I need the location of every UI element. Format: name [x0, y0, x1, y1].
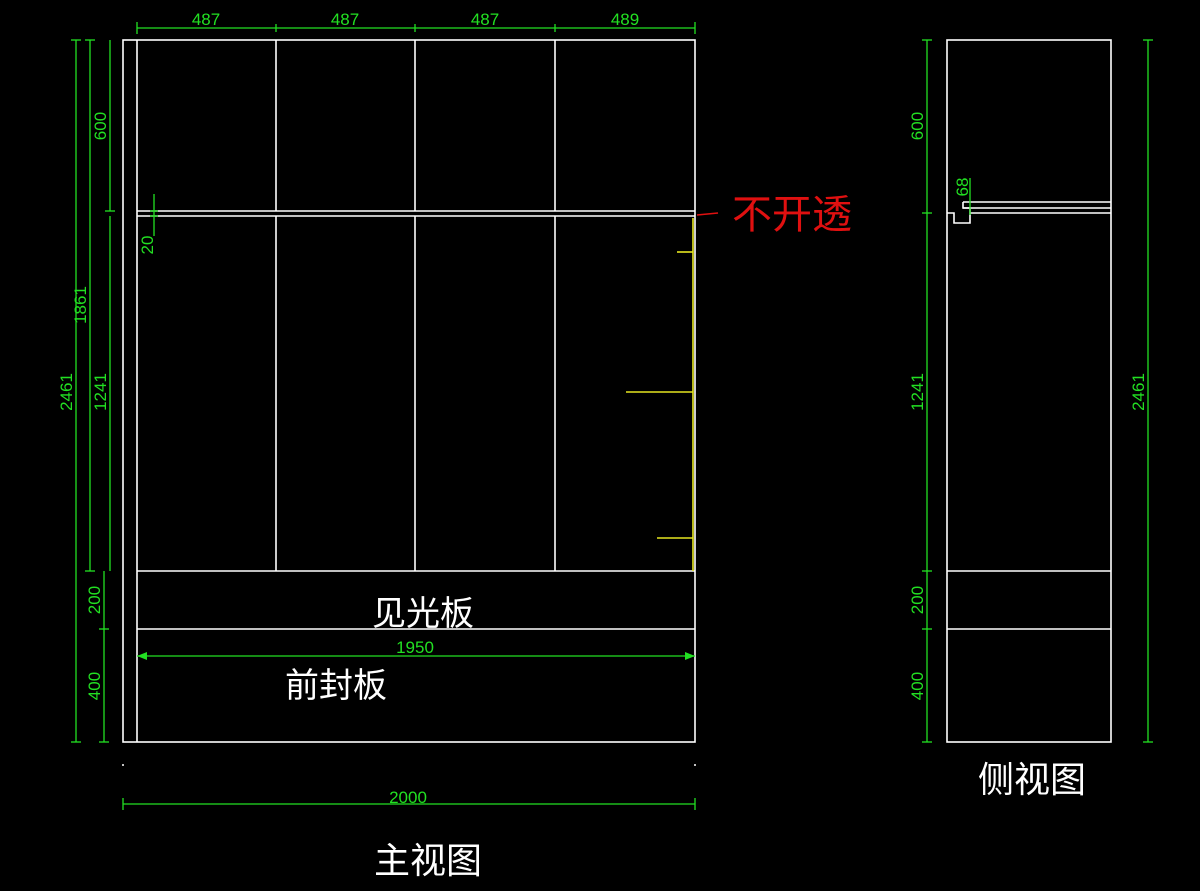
- side-front-seal-label: 400: [908, 672, 927, 700]
- width-label-1: 487: [192, 10, 220, 29]
- side-notch-label: 68: [953, 178, 972, 197]
- side-mid-section-label: 1241: [908, 373, 927, 411]
- height-upper-label: 1861: [71, 286, 90, 324]
- top-width-dimensions: 487 487 487 489: [136, 10, 696, 34]
- total-width-label: 2000: [389, 788, 427, 807]
- front-seal-label: 前封板: [285, 666, 387, 706]
- light-panel-label: 见光板: [372, 594, 474, 634]
- side-view: 600 1241 200 400 68 2461 侧视图: [908, 39, 1153, 801]
- height-total-label: 2461: [57, 373, 76, 411]
- shelf-gap-label: 20: [138, 236, 157, 255]
- front-outer-frame: [122, 39, 696, 743]
- side-notch: [947, 202, 971, 224]
- width-label-2: 487: [331, 10, 359, 29]
- side-light-panel-label: 200: [908, 586, 927, 614]
- side-top-section-label: 600: [908, 112, 927, 140]
- note-label: 不开透: [732, 192, 852, 238]
- front-view: 487 487 487 489 2461 1861 600 1241: [57, 10, 852, 882]
- front-view-title: 主视图: [374, 841, 482, 882]
- height-light-panel-label: 200: [85, 586, 104, 614]
- width-label-4: 489: [611, 10, 639, 29]
- side-view-title: 侧视图: [978, 760, 1086, 801]
- side-total-label: 2461: [1129, 373, 1148, 411]
- width-label-3: 487: [471, 10, 499, 29]
- left-height-dimensions: 2461 1861 600 1241 200 400: [57, 39, 158, 743]
- inner-width-dimension: 1950: [137, 638, 695, 660]
- inner-width-label: 1950: [396, 638, 434, 657]
- note-leader: [696, 212, 719, 216]
- side-left-dimensions: 600 1241 200 400 68: [908, 39, 972, 743]
- side-right-dimension: 2461: [1129, 39, 1153, 743]
- height-top-section-label: 600: [91, 112, 110, 140]
- height-mid-section-label: 1241: [91, 373, 110, 411]
- side-outer-frame: [946, 39, 1112, 743]
- height-front-seal-label: 400: [85, 672, 104, 700]
- total-width-dimension: 2000: [122, 764, 696, 810]
